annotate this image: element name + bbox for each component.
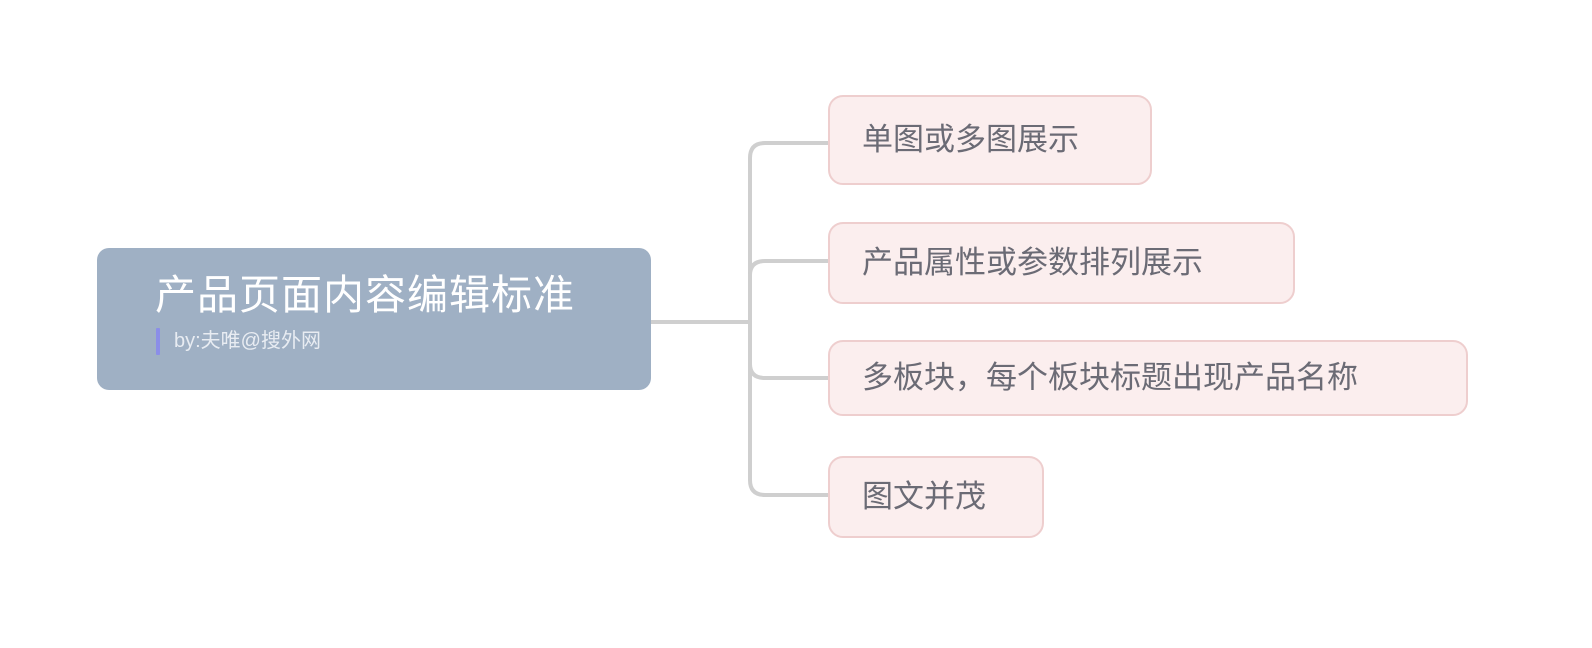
branch-node-4-label: 图文并茂 xyxy=(862,479,986,514)
accent-bar-icon xyxy=(156,328,160,355)
root-node[interactable]: 产品页面内容编辑标准 by:夫唯@搜外网 xyxy=(97,248,651,390)
branch-node-3[interactable]: 多板块，每个板块标题出现产品名称 xyxy=(828,340,1468,416)
root-node-subtitle-row: by:夫唯@搜外网 xyxy=(156,328,651,355)
root-node-subtitle: by:夫唯@搜外网 xyxy=(174,330,321,352)
branch-node-1-label: 单图或多图展示 xyxy=(862,122,1079,157)
branch-node-3-label: 多板块，每个板块标题出现产品名称 xyxy=(862,360,1358,395)
branch-node-2[interactable]: 产品属性或参数排列展示 xyxy=(828,222,1295,304)
branch-node-1[interactable]: 单图或多图展示 xyxy=(828,95,1152,185)
branch-node-2-label: 产品属性或参数排列展示 xyxy=(862,245,1203,280)
root-node-title: 产品页面内容编辑标准 xyxy=(155,272,575,318)
branch-node-4[interactable]: 图文并茂 xyxy=(828,456,1044,538)
